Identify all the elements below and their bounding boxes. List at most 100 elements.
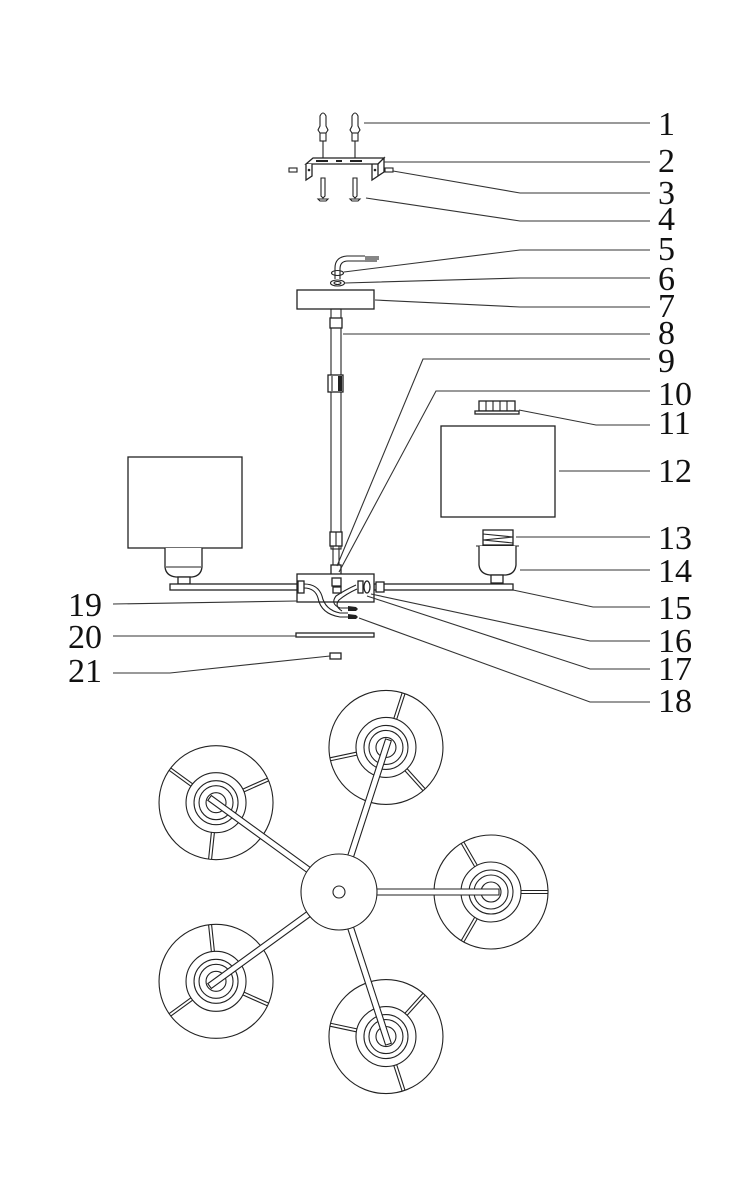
- bottom-screw: [329, 652, 342, 660]
- part-label: 7: [658, 288, 675, 325]
- shade-spoke: [329, 751, 357, 759]
- bracket-screws: [288, 167, 394, 173]
- lamp-shade-right: [440, 425, 556, 518]
- shade-spoke: [460, 843, 476, 868]
- shade-spoke: [208, 832, 212, 860]
- part-label: 12: [658, 453, 692, 490]
- shade-spoke: [406, 768, 426, 790]
- bulb-thread: [482, 529, 514, 546]
- socket-ring: [185, 772, 247, 834]
- leader-17: [366, 595, 650, 670]
- shade-spoke: [404, 992, 424, 1014]
- part-label: 21: [68, 653, 102, 690]
- lamp-arm-left: [169, 583, 299, 591]
- leader-6: [344, 277, 650, 284]
- supply-cable: [334, 255, 379, 279]
- ceiling-canopy: [296, 289, 375, 310]
- leader-9: [336, 358, 650, 567]
- shade-spoke: [329, 1025, 357, 1033]
- part-label: 13: [658, 520, 692, 557]
- shade-spoke: [393, 692, 403, 719]
- wall-anchor-right: [349, 112, 361, 160]
- leader-21: [113, 655, 331, 674]
- part-label: 6: [658, 261, 675, 298]
- nut-washer: [329, 269, 346, 287]
- part-label: 17: [658, 651, 692, 688]
- leader-4: [365, 197, 650, 222]
- socket-ring: [368, 1019, 404, 1055]
- shade-spoke: [406, 994, 426, 1016]
- part-label: 11: [658, 405, 691, 442]
- shade-spoke: [168, 997, 192, 1015]
- part-labels: 1 2 3 4 5 6 7 8 9 10 11 12 13 14 15 16 1…: [68, 106, 692, 720]
- hub-body: [300, 853, 378, 931]
- bottom-cover-plate: [295, 632, 375, 638]
- shade-spoke: [170, 999, 193, 1017]
- shade-spoke: [460, 916, 476, 941]
- internal-wires: [303, 583, 358, 619]
- socket-right: [476, 545, 519, 584]
- hub-center-screw: [332, 885, 346, 899]
- shade-spoke: [463, 918, 478, 943]
- shade-spoke: [242, 777, 268, 790]
- socket-ring: [205, 970, 227, 992]
- shade-spoke: [330, 1022, 358, 1030]
- shade-spoke: [404, 770, 424, 792]
- socket-ring: [355, 1006, 417, 1068]
- bottom-view: [158, 689, 549, 1095]
- part-label: 8: [658, 315, 675, 352]
- shade-spoke: [463, 841, 478, 866]
- shade-spoke: [396, 1064, 406, 1091]
- shade-ring: [474, 400, 520, 415]
- leader-5: [343, 249, 650, 273]
- shade-spoke: [242, 994, 268, 1007]
- shade-spoke: [330, 754, 358, 762]
- part-label: 18: [658, 683, 692, 720]
- part-label: 16: [658, 623, 692, 660]
- bottom-arm: [374, 888, 500, 896]
- leader-3: [392, 170, 650, 194]
- socket-ring: [193, 958, 239, 1004]
- shade-spoke: [243, 991, 269, 1004]
- socket-ring: [205, 792, 227, 814]
- shade-spoke: [393, 1065, 403, 1092]
- part-label: 10: [658, 376, 692, 413]
- part-label: 14: [658, 553, 692, 590]
- socket-ring: [198, 963, 234, 999]
- part-label: 4: [658, 201, 675, 238]
- shade-spoke: [208, 924, 212, 952]
- leader-11: [518, 409, 650, 426]
- socket-ring: [368, 729, 404, 765]
- part-label: 15: [658, 590, 692, 627]
- leader-19: [112, 600, 298, 605]
- leader-7: [374, 299, 650, 308]
- leader-10: [338, 390, 650, 573]
- socket-ring: [185, 950, 247, 1012]
- socket-ring: [198, 785, 234, 821]
- rod-assembly: [327, 308, 344, 576]
- shade-spoke: [168, 769, 192, 787]
- wall-anchors: [317, 112, 361, 160]
- shade-spoke: [211, 832, 215, 860]
- part-label: 20: [68, 619, 102, 656]
- leader-lines: [112, 122, 650, 703]
- part-label: 3: [658, 175, 675, 212]
- wall-anchor-left: [317, 112, 329, 160]
- leader-18: [358, 617, 650, 703]
- mounting-bracket: [304, 156, 386, 182]
- lamp-shade-left: [127, 456, 243, 549]
- leader-16: [370, 593, 650, 642]
- part-label: 5: [658, 231, 675, 268]
- mounting-screws: [316, 177, 362, 202]
- socket-ring: [193, 780, 239, 826]
- shade-spoke: [211, 924, 215, 952]
- shade-spoke: [396, 693, 406, 720]
- socket-left: [164, 548, 203, 585]
- part-label: 2: [658, 143, 675, 180]
- socket-ring: [363, 724, 409, 770]
- part-label: 1: [658, 106, 675, 143]
- shade-spoke: [243, 780, 269, 793]
- part-label: 9: [658, 343, 675, 380]
- lamp-arm-right: [373, 583, 514, 591]
